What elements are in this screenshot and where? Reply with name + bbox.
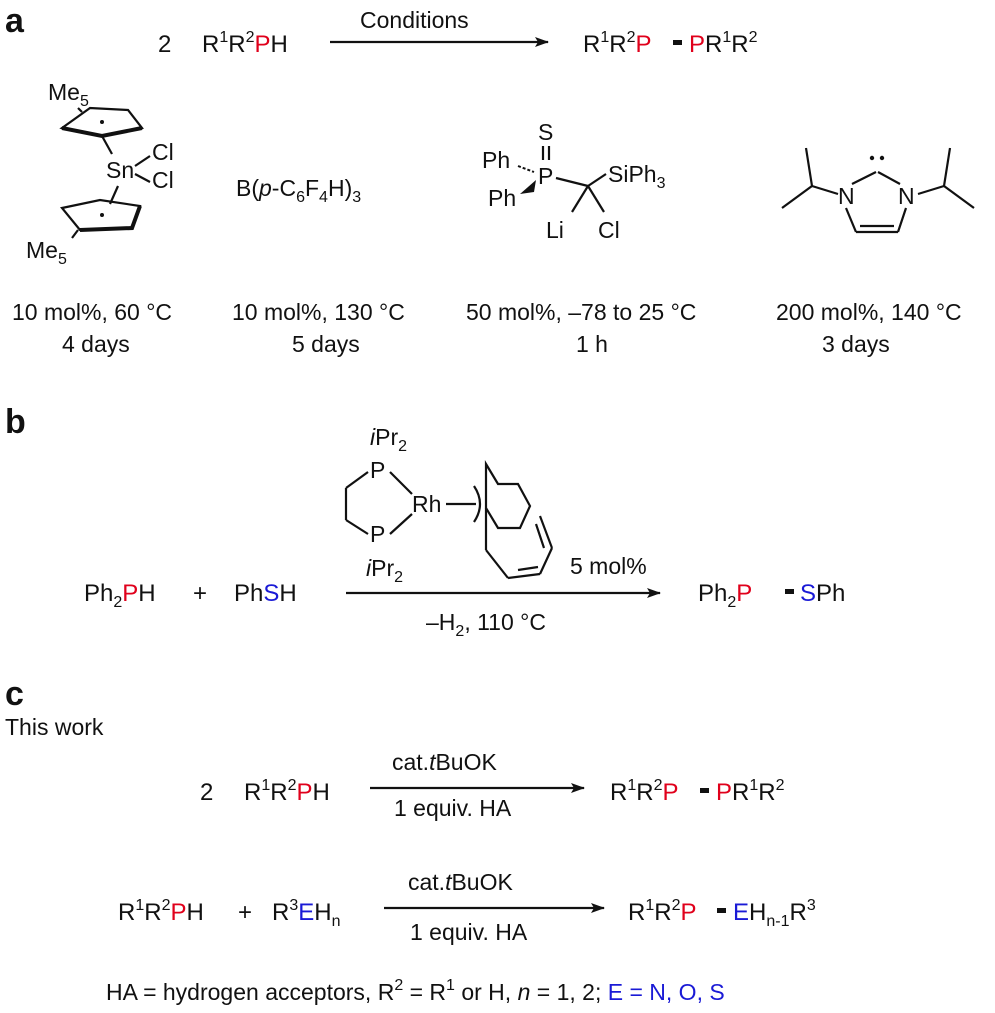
svg-text:Cl: Cl [598,217,620,243]
svg-text:5 mol%: 5 mol% [570,553,647,579]
svg-text:–H2, 110 °C: –H2, 110 °C [426,609,546,640]
panel-a-label: a [5,2,25,40]
rh-catalyst: iPr2 P P iPr2 Rh [344,424,554,586]
svg-text:1 equiv. HA: 1 equiv. HA [394,795,512,821]
svg-text:1 h: 1 h [576,331,608,357]
svg-text:1 equiv. HA: 1 equiv. HA [410,919,528,945]
svg-text:cat.tBuOK: cat.tBuOK [408,869,513,895]
svg-text:PR1R2: PR1R2 [689,29,758,58]
svg-text:10 mol%, 60 °C: 10 mol%, 60 °C [12,299,172,325]
panel-c-reaction-2: R1R2PH + R3EHn cat.tBuOK 1 equiv. HA R1R… [118,869,816,945]
svg-text:HA = hydrogen acceptors, R2 =: HA = hydrogen acceptors, R2 = R1 or H, n… [106,977,725,1005]
svg-text:R1R2PH: R1R2PH [244,777,330,806]
svg-text:R1R2PH: R1R2PH [118,897,204,926]
svg-text:R3EHn: R3EHn [272,897,341,930]
svg-text:Ph: Ph [482,147,510,173]
svg-text:200 mol%, 140 °C: 200 mol%, 140 °C [776,299,962,325]
svg-text:R1R2P: R1R2P [610,777,679,806]
panel-c-reaction-1: 2 R1R2PH cat.tBuOK 1 equiv. HA R1R2P PR1… [200,749,785,821]
svg-text:R1R2P: R1R2P [583,29,652,58]
svg-text:PhSH: PhSH [234,580,297,607]
panel-b-label: b [5,403,26,441]
panel-c-footnote: HA = hydrogen acceptors, R2 = R1 or H, n… [106,977,725,1005]
catalyst-nhc: N N 200 mol%, 140 °C 3 days [776,147,975,357]
svg-text:iPr2: iPr2 [370,424,407,455]
this-work-label: This work [5,714,104,740]
catalyst-borane: B(p-C6F4H)3 10 mol%, 130 °C 5 days [232,175,405,357]
svg-text:50 mol%, –78 to 25 °C: 50 mol%, –78 to 25 °C [466,299,696,325]
catalyst-stannocene: Me5 Sn Cl Cl Me5 10 mol%, 60 °C 4 days [12,79,174,357]
svg-text:P: P [538,163,553,189]
svg-text:P: P [370,521,385,547]
svg-text:Me5: Me5 [26,237,67,268]
svg-text:S: S [538,119,553,145]
svg-text:Sn: Sn [106,157,134,183]
catalyst-carbenoid: S P Ph Ph SiPh3 Li Cl 50 mol%, –78 to 25… [466,119,696,357]
svg-text:+: + [193,580,207,607]
svg-text:Li: Li [546,217,564,243]
svg-text:5 days: 5 days [292,331,360,357]
svg-text:SPh: SPh [800,580,845,607]
svg-text:+: + [238,899,252,926]
svg-text:Cl: Cl [152,167,174,193]
svg-text:Cl: Cl [152,139,174,165]
svg-text:iPr2: iPr2 [366,555,403,586]
svg-text:Rh: Rh [412,491,441,517]
svg-text:cat.tBuOK: cat.tBuOK [392,749,497,775]
svg-text:R1R2PH: R1R2PH [202,29,288,58]
svg-text:Ph2PH: Ph2PH [84,580,156,611]
svg-text:Ph2P: Ph2P [698,580,752,611]
svg-text:2: 2 [158,31,171,58]
panel-a-reaction: 2 R1R2PH Conditions R1R2P PR1R2 [158,7,758,58]
svg-text:2: 2 [200,779,213,806]
svg-text:EHn-1R3: EHn-1R3 [733,897,816,930]
svg-text:PR1R2: PR1R2 [716,777,785,806]
svg-text:10 mol%, 130 °C: 10 mol%, 130 °C [232,299,405,325]
svg-text:N: N [838,183,855,209]
svg-text:3 days: 3 days [822,331,890,357]
panel-b-reaction: Ph2PH + PhSH 5 mol% –H2, 110 °C Ph2P SPh [84,553,845,640]
svg-text:SiPh3: SiPh3 [608,161,666,192]
svg-text:Ph: Ph [488,185,516,211]
svg-text:4 days: 4 days [62,331,130,357]
panel-c-label: c [5,675,24,713]
conditions-label: Conditions [360,7,469,33]
svg-text:B(p-C6F4H)3: B(p-C6F4H)3 [236,175,361,206]
svg-text:R1R2P: R1R2P [628,897,697,926]
svg-text:P: P [370,457,385,483]
svg-text:Me5: Me5 [48,79,89,110]
svg-text:N: N [898,183,915,209]
